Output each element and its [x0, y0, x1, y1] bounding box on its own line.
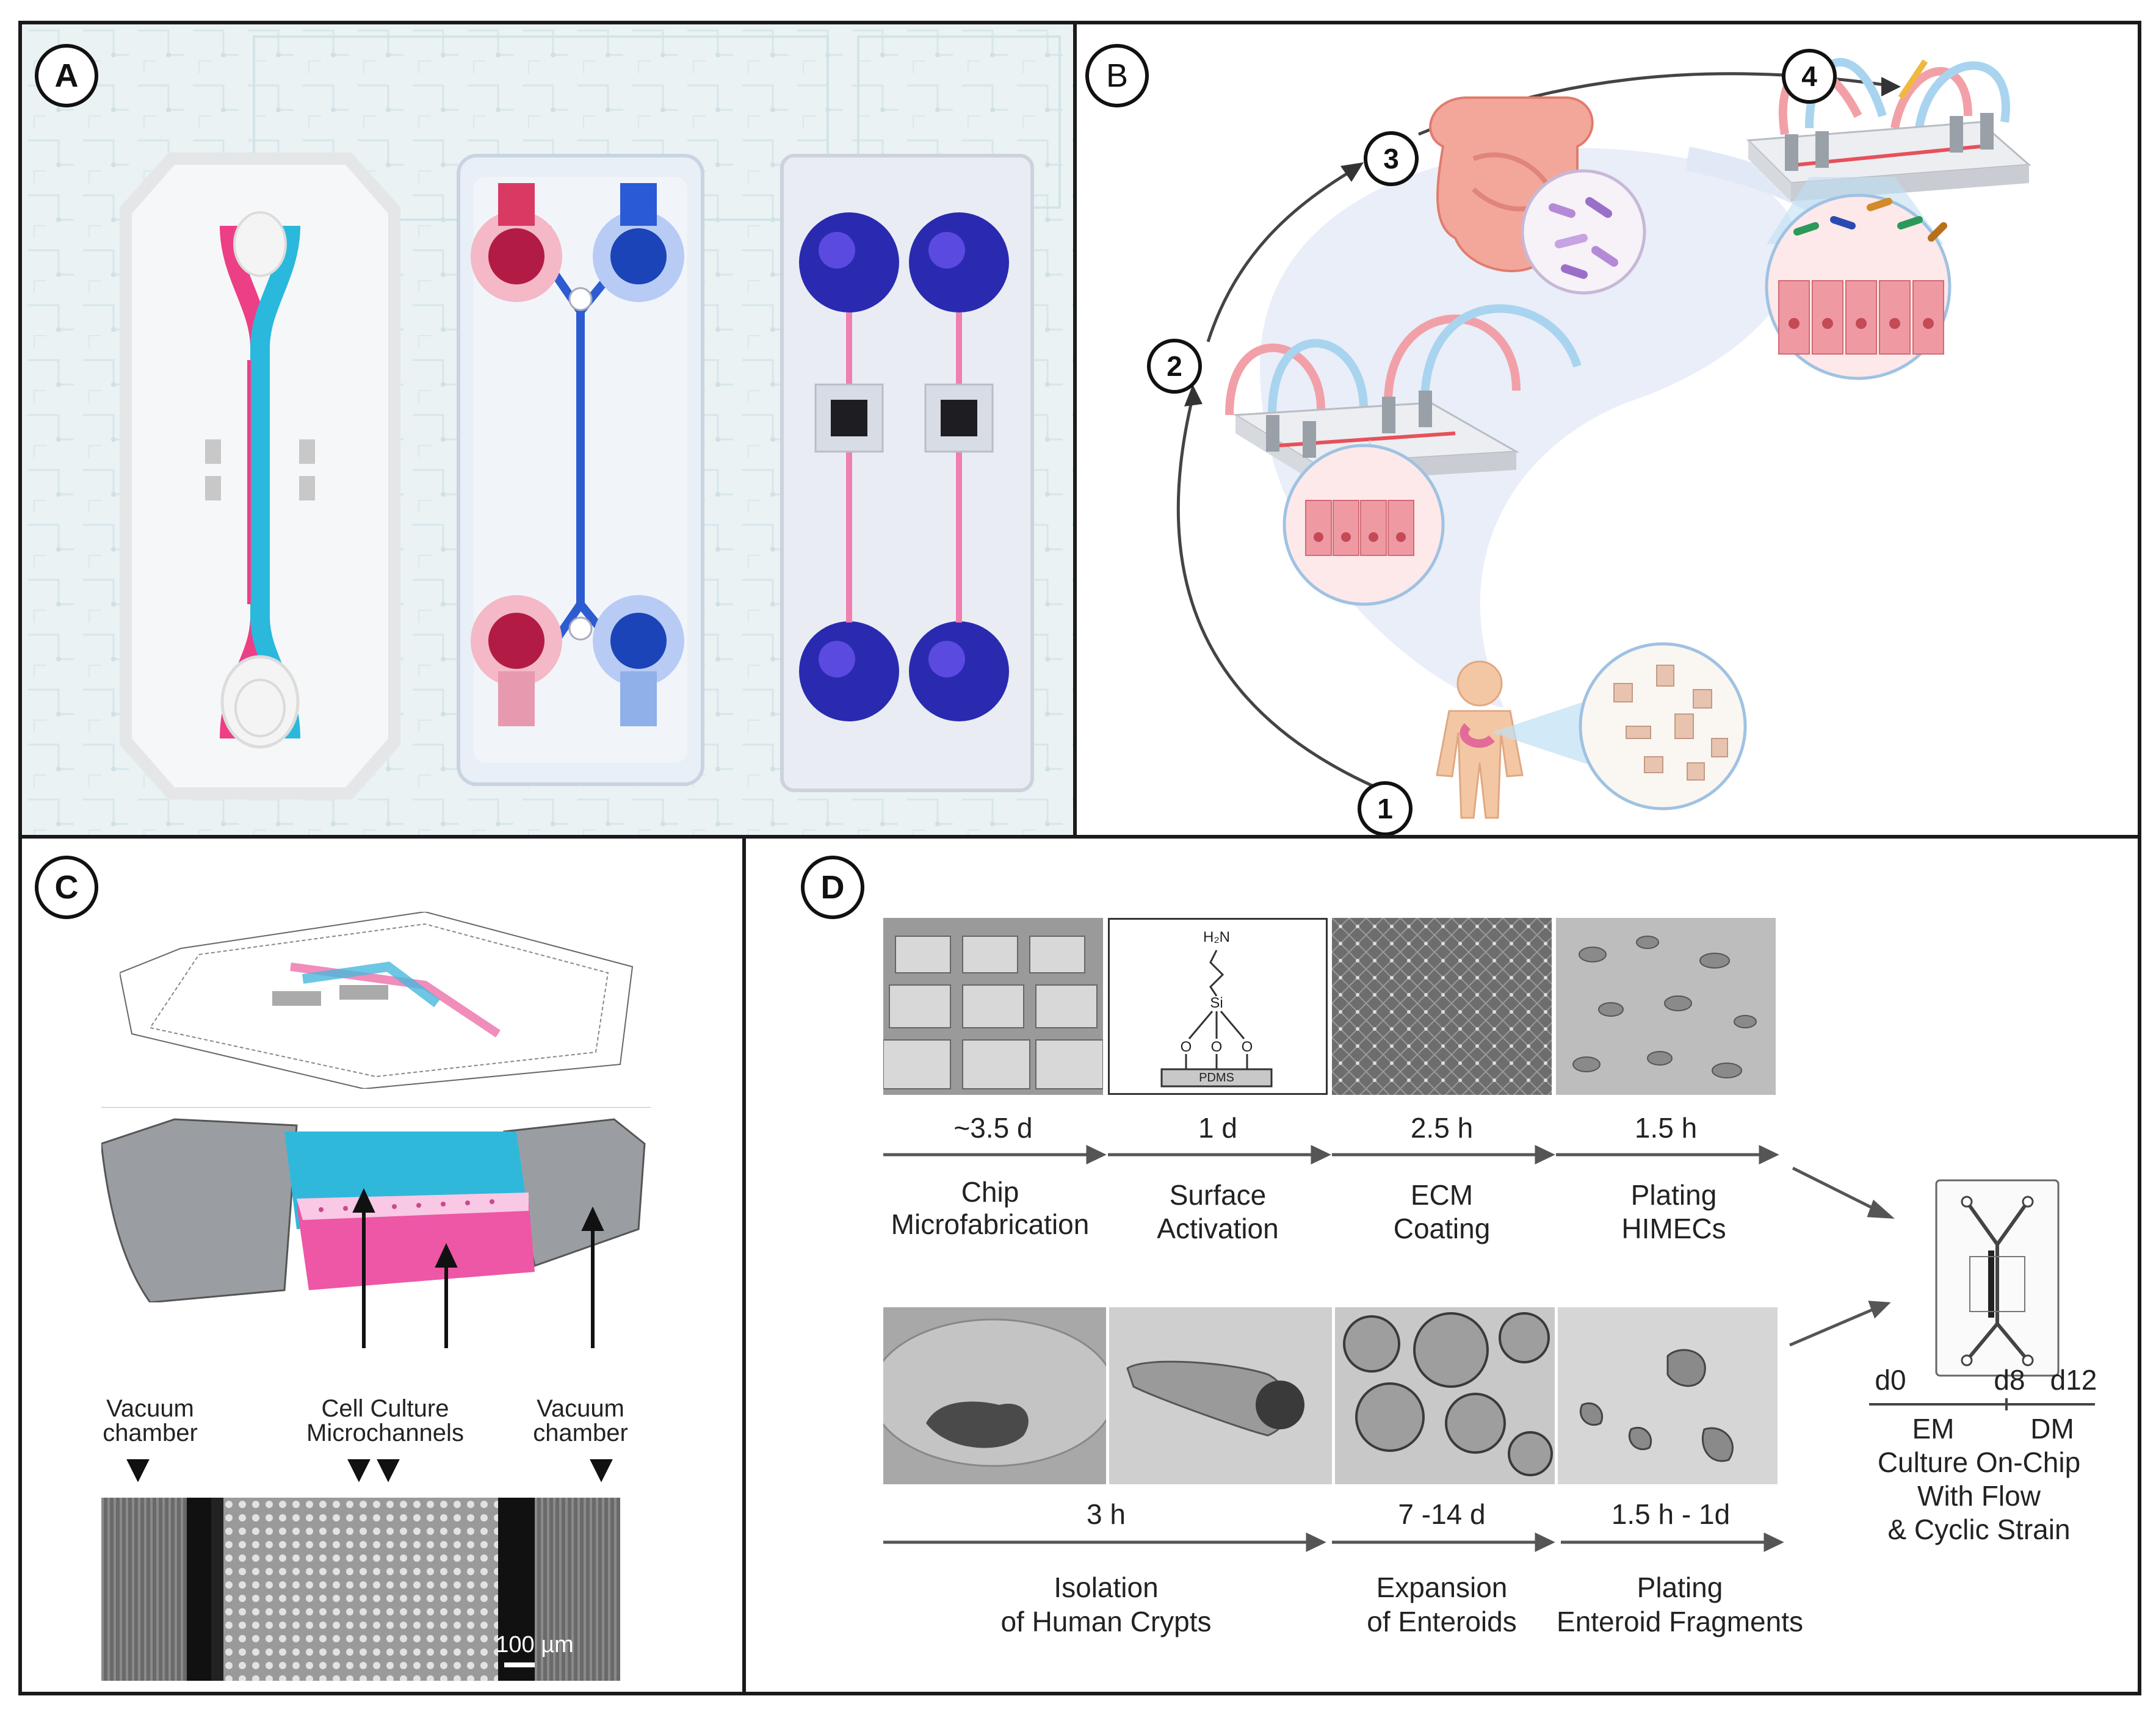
scale-bar-label: 100 µm — [496, 1632, 574, 1658]
panel-b: 1 2 3 4 — [1073, 21, 2141, 839]
channel-arrows — [126, 1188, 613, 1482]
step-time-fragments: 1.5 h - 1d — [1611, 1498, 1731, 1530]
cell-culture-label-line2: Microchannels — [306, 1420, 464, 1446]
timeline-d8: d8 — [1994, 1364, 2025, 1396]
step-label-himecs-2: HIMECs — [1621, 1213, 1726, 1244]
step-label-ecm-2: Coating — [1393, 1213, 1491, 1244]
micrograph-himecs — [1556, 918, 1776, 1095]
culture-label-2: With Flow — [1917, 1480, 2041, 1512]
panel-c-label: C — [35, 856, 98, 919]
panel-b-label: B — [1085, 44, 1149, 107]
vacuum-chamber-left-line1: Vacuum — [106, 1395, 194, 1422]
micrograph-enteroids — [1335, 1307, 1555, 1484]
panel-a-label: A — [35, 44, 98, 107]
surface-activation-diagram: H₂N Si O O O PDMS — [1108, 918, 1328, 1095]
step-4-badge: 4 — [1782, 49, 1837, 104]
step-time-crypts: 3 h — [1087, 1498, 1126, 1530]
silicon-label: Si — [1210, 995, 1223, 1011]
step-label-activation-1: Surface — [1169, 1179, 1267, 1211]
culture-label-1: Culture On-Chip — [1877, 1446, 2081, 1478]
step-label-crypts-2: of Human Crypts — [1000, 1606, 1212, 1637]
micrograph-crypt — [1109, 1307, 1332, 1484]
timeline-d12: d12 — [2050, 1364, 2097, 1396]
step-time-ecm: 2.5 h — [1410, 1112, 1474, 1144]
amine-group-label: H₂N — [1203, 929, 1230, 945]
step-time-activation: 1 d — [1198, 1112, 1237, 1144]
step-label-enteroids-2: of Enteroids — [1367, 1606, 1517, 1637]
step-label-microfabrication-2: Microfabrication — [891, 1208, 1090, 1240]
panel-d-label: D — [801, 856, 864, 919]
emulate-chip-white — [120, 153, 400, 799]
vacuum-chamber-right-line2: chamber — [533, 1420, 628, 1446]
step-label-fragments-2: Enteroid Fragments — [1557, 1606, 1803, 1637]
timeline-dm: DM — [2030, 1413, 2074, 1445]
oxygen-label-3: O — [1241, 1039, 1253, 1055]
oxygen-label-1: O — [1180, 1039, 1192, 1055]
step-label-enteroids-1: Expansion — [1376, 1572, 1508, 1603]
micrograph-ecm-coating — [1332, 918, 1552, 1095]
step-label-activation-2: Activation — [1157, 1213, 1279, 1244]
step-time-himecs: 1.5 h — [1634, 1112, 1698, 1144]
cell-culture-label-line1: Cell Culture — [321, 1395, 449, 1422]
chip-with-domes — [780, 154, 1034, 792]
photo-chip-microfabrication — [883, 918, 1103, 1095]
culture-label-3: & Cyclic Strain — [1887, 1514, 2071, 1545]
timeline-em: EM — [1912, 1413, 1955, 1445]
step-label-himecs-1: Plating — [1630, 1179, 1717, 1211]
micrograph-enteroid-fragments — [1558, 1307, 1778, 1484]
channel-cross-section — [101, 1107, 651, 1302]
step-label-ecm-1: ECM — [1410, 1179, 1474, 1211]
step-label-crypts-1: Isolation — [1054, 1572, 1159, 1603]
vacuum-chamber-left-line2: chamber — [103, 1420, 198, 1446]
pdms-label: PDMS — [1199, 1071, 1234, 1085]
oxygen-label-2: O — [1210, 1039, 1223, 1055]
chip-with-reservoirs — [457, 154, 704, 786]
step-time-microfabrication: ~3.5 d — [953, 1112, 1033, 1144]
final-chip-diagram — [1935, 1179, 2060, 1377]
panel-d: H₂N Si O O O PDMS — [742, 835, 2141, 1695]
step-3-badge: 3 — [1364, 131, 1419, 186]
gut-on-chip-workflow-diagram — [1176, 58, 2031, 819]
vacuum-chamber-right-line1: Vacuum — [537, 1395, 624, 1422]
panel-a — [18, 21, 1078, 839]
timeline-d0: d0 — [1875, 1364, 1906, 1396]
panel-c: Vacuum chamber Cell Culture Microchannel… — [18, 835, 747, 1695]
chip-wireframe-diagram — [120, 912, 634, 1089]
step-label-fragments-1: Plating — [1637, 1572, 1723, 1603]
top-row-arrows — [883, 1145, 2095, 1552]
micrograph-channels — [101, 1498, 620, 1681]
step-time-enteroids: 7 -14 d — [1398, 1498, 1486, 1530]
step-1-badge: 1 — [1358, 781, 1413, 835]
photo-crypt-tissue — [883, 1307, 1106, 1484]
step-label-microfabrication-1: Chip — [961, 1176, 1019, 1208]
step-2-badge: 2 — [1147, 339, 1202, 394]
